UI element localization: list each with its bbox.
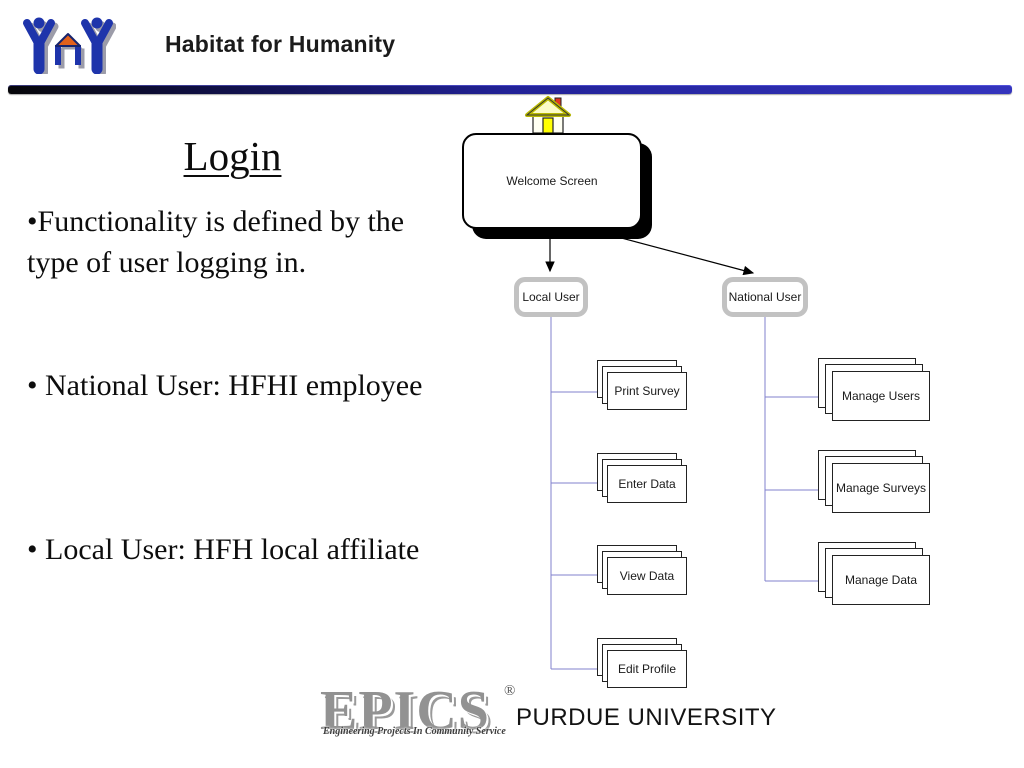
national-user-label: National User: [728, 290, 802, 304]
bullet-national-user: • National User: HFHI employee: [27, 369, 423, 402]
stack-front-sheet: Manage Users: [832, 371, 930, 421]
stack-edit-profile: Edit Profile: [597, 638, 687, 688]
stack-front-sheet: Manage Surveys: [832, 463, 930, 513]
edge-welcome-to-national: [583, 227, 755, 276]
slide-title: Login: [183, 133, 282, 179]
welcome-screen-node: Welcome Screen: [462, 133, 642, 229]
stack-print-survey: Print Survey: [597, 360, 687, 410]
stack-front-sheet: Edit Profile: [607, 650, 687, 688]
stack-manage-data: Manage Data: [818, 542, 930, 605]
local-user-label: Local User: [522, 290, 580, 304]
national-user-node: National User: [722, 277, 808, 317]
epics-tagline: Engineering Projects In Community Servic…: [323, 726, 506, 737]
stack-enter-data: Enter Data: [597, 453, 687, 503]
local-user-node: Local User: [514, 277, 588, 317]
bullet-functionality: •Functionality is defined by the type of…: [27, 205, 405, 279]
purdue-university-label: PURDUE UNIVERSITY: [516, 704, 777, 731]
stack-manage-users: Manage Users: [818, 358, 930, 421]
welcome-screen-label: Welcome Screen: [506, 174, 598, 188]
habitat-for-humanity-logo-icon: [23, 17, 116, 74]
local-branch-connectors: [550, 317, 612, 670]
stack-front-sheet: Manage Data: [832, 555, 930, 605]
national-branch-connectors: [764, 317, 840, 582]
epics-logo: EPICS ® Engineering Projects In Communit…: [320, 683, 530, 749]
stack-front-sheet: View Data: [607, 557, 687, 595]
header-title: Habitat for Humanity: [165, 31, 396, 57]
stack-manage-surveys: Manage Surveys: [818, 450, 930, 513]
epics-wordmark: EPICS: [320, 680, 490, 742]
stack-front-sheet: Enter Data: [607, 465, 687, 503]
stack-view-data: View Data: [597, 545, 687, 595]
header-divider: [8, 85, 1012, 94]
registered-mark-icon: ®: [504, 683, 516, 699]
stack-front-sheet: Print Survey: [607, 372, 687, 410]
bullet-local-user: • Local User: HFH local affiliate: [27, 533, 420, 566]
house-icon: [525, 96, 571, 134]
